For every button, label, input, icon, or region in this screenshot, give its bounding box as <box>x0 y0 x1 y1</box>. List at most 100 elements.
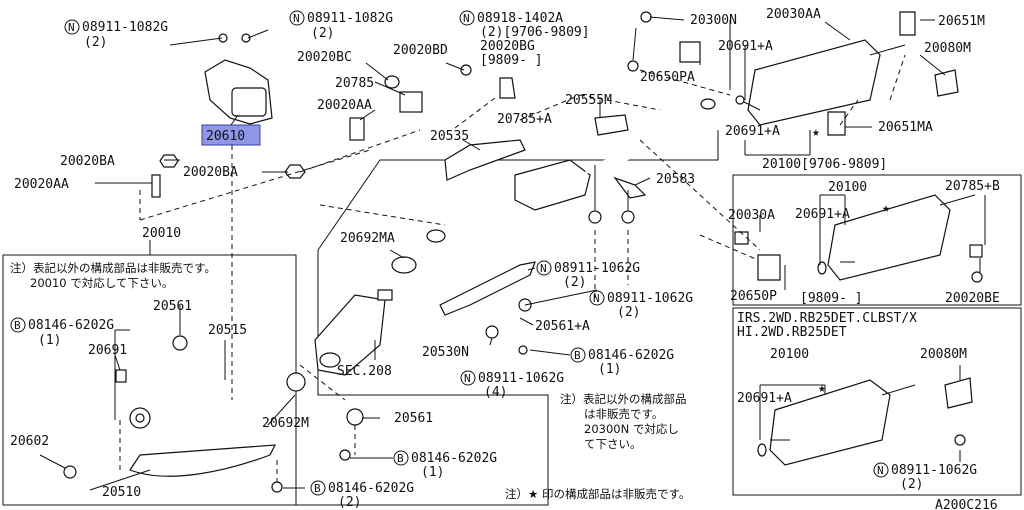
label-20691a-var: 20691+A <box>737 391 792 406</box>
label-20691: 20691 <box>88 343 127 358</box>
label-20602: 20602 <box>10 434 49 449</box>
label-20300n-top: 20300N <box>690 13 737 28</box>
note-20010-line2: 20010 で対応して下さい。 <box>30 276 173 290</box>
star-marker-3: ★ <box>818 381 826 396</box>
label-20785a: 20785+A <box>497 112 552 127</box>
label-08146-6202g-b-qty: (1) <box>598 362 621 377</box>
label-08911-1062g-d: 08911-1062G <box>891 463 977 478</box>
label-20020be: 20020BE <box>945 291 1000 306</box>
label-08146-6202g-a-qty: (1) <box>38 333 61 348</box>
label-08918-1402a-note: (2)[9706-9809] <box>480 25 590 40</box>
label-08911-1082g-a-qty: (2) <box>84 35 107 50</box>
label-20080m-var: 20080M <box>920 347 967 362</box>
label-20020aa-mid: 20020AA <box>317 98 372 113</box>
label-sec-208: SEC.208 <box>337 364 392 379</box>
part-labels: 08911-1082G (2) 08911-1082G (2) 08918-14… <box>10 7 1000 510</box>
muffler-variant-irs <box>757 377 973 466</box>
svg-text:N: N <box>877 464 884 477</box>
label-20555m: 20555M <box>565 93 612 108</box>
label-20583: 20583 <box>656 172 695 187</box>
svg-text:B: B <box>397 452 404 465</box>
label-20020bg-note: [9809- ] <box>480 53 543 68</box>
leader-lines <box>39 16 986 491</box>
label-20510: 20510 <box>102 485 141 500</box>
center-pipe-20300n <box>391 98 716 355</box>
label-08146-6202g-d-qty: (2) <box>338 495 361 510</box>
label-20100-box: 20100 <box>828 180 867 195</box>
label-20020bc: 20020BC <box>297 50 352 65</box>
svg-text:B: B <box>574 349 581 362</box>
label-08911-1062g-a-qty: (2) <box>563 275 586 290</box>
svg-text:N: N <box>593 292 600 305</box>
label-20650pa: 20650PA <box>640 70 695 85</box>
label-08911-1082g-b: 08911-1082G <box>307 11 393 26</box>
label-08911-1062g-c: 08911-1062G <box>478 371 564 386</box>
label-20020ba-l: 20020BA <box>60 154 115 169</box>
circled-markers: N N N N N N N B B B B <box>10 10 889 496</box>
label-08146-6202g-a: 08146-6202G <box>28 318 114 333</box>
front-pipe-20010 <box>63 335 291 479</box>
label-20610[interactable]: 20610 <box>206 129 245 144</box>
svg-text:N: N <box>293 12 300 25</box>
svg-text:N: N <box>464 372 471 385</box>
variant-title-line1: IRS.2WD.RB25DET.CLBST/X <box>737 311 917 326</box>
label-20651ma: 20651MA <box>878 120 933 135</box>
star-marker-2: ★ <box>882 201 890 216</box>
label-20100-var: 20100 <box>770 347 809 362</box>
label-20020ba-r: 20020BA <box>183 165 238 180</box>
label-20561-b: 20561 <box>394 411 433 426</box>
label-08911-1062g-b: 08911-1062G <box>607 291 693 306</box>
label-20515: 20515 <box>208 323 247 338</box>
label-08911-1062g-d-qty: (2) <box>900 477 923 492</box>
hanger-bracket-20610 <box>204 33 273 125</box>
label-20020bg: 20020BG <box>480 39 535 54</box>
label-box-range: [9809- ] <box>800 291 863 306</box>
label-08918-1402a: 08918-1402A <box>477 11 563 26</box>
label-20020bd: 20020BD <box>393 43 448 58</box>
label-20691a-box: 20691+A <box>795 207 850 222</box>
label-08146-6202g-b: 08146-6202G <box>588 348 674 363</box>
label-20692m: 20692M <box>262 416 309 431</box>
label-20100-range: 20100[9706-9809] <box>762 157 887 172</box>
label-20692ma: 20692MA <box>340 231 395 246</box>
box-variant-irs <box>732 307 1022 496</box>
label-20030a: 20030A <box>728 208 775 223</box>
label-20020aa-l: 20020AA <box>14 177 69 192</box>
label-20030aa: 20030AA <box>766 7 821 22</box>
catalytic-converter <box>271 289 393 493</box>
label-20010: 20010 <box>142 226 181 241</box>
note-20300n-line1: 注）表記以外の構成部品 <box>560 392 687 406</box>
star-marker-1: ★ <box>812 125 820 140</box>
label-20691a-mid: 20691+A <box>725 124 780 139</box>
label-08911-1062g-c-qty: (4) <box>484 385 507 400</box>
label-20650p: 20650P <box>730 289 777 304</box>
muffler-variant-9809 <box>817 194 983 283</box>
variant-title-line2: HI.2WD.RB25DET <box>737 325 847 340</box>
svg-text:N: N <box>540 262 547 275</box>
note-20300n-line4: て下さい。 <box>584 437 642 451</box>
dashed-lines <box>119 54 906 482</box>
svg-text:N: N <box>463 12 470 25</box>
label-08146-6202g-d: 08146-6202G <box>328 481 414 496</box>
label-20530n: 20530N <box>422 345 469 360</box>
label-08146-6202g-c: 08146-6202G <box>411 451 497 466</box>
box-variant-9809 <box>732 174 1022 306</box>
svg-text:B: B <box>14 319 21 332</box>
note-20010-line1: 注）表記以外の構成部品は非販売です。 <box>10 261 216 275</box>
label-20561-a: 20561 <box>153 299 192 314</box>
label-20785b: 20785+B <box>945 179 1000 194</box>
label-08911-1082g-b-qty: (2) <box>311 26 334 41</box>
label-08911-1062g-a: 08911-1062G <box>554 261 640 276</box>
label-20561a: 20561+A <box>535 319 590 334</box>
diagram-id: A200C216 <box>935 498 998 510</box>
label-08911-1062g-b-qty: (2) <box>617 305 640 320</box>
label-20080m-top: 20080M <box>924 41 971 56</box>
svg-text:N: N <box>68 21 75 34</box>
label-20691a-top: 20691+A <box>718 39 773 54</box>
label-20535: 20535 <box>430 129 469 144</box>
misc-small-parts <box>151 64 781 281</box>
footnote: 注）★ 印の構成部品は非販売です。 <box>505 487 690 501</box>
note-20300n-line2: は非販売です。 <box>584 407 663 421</box>
